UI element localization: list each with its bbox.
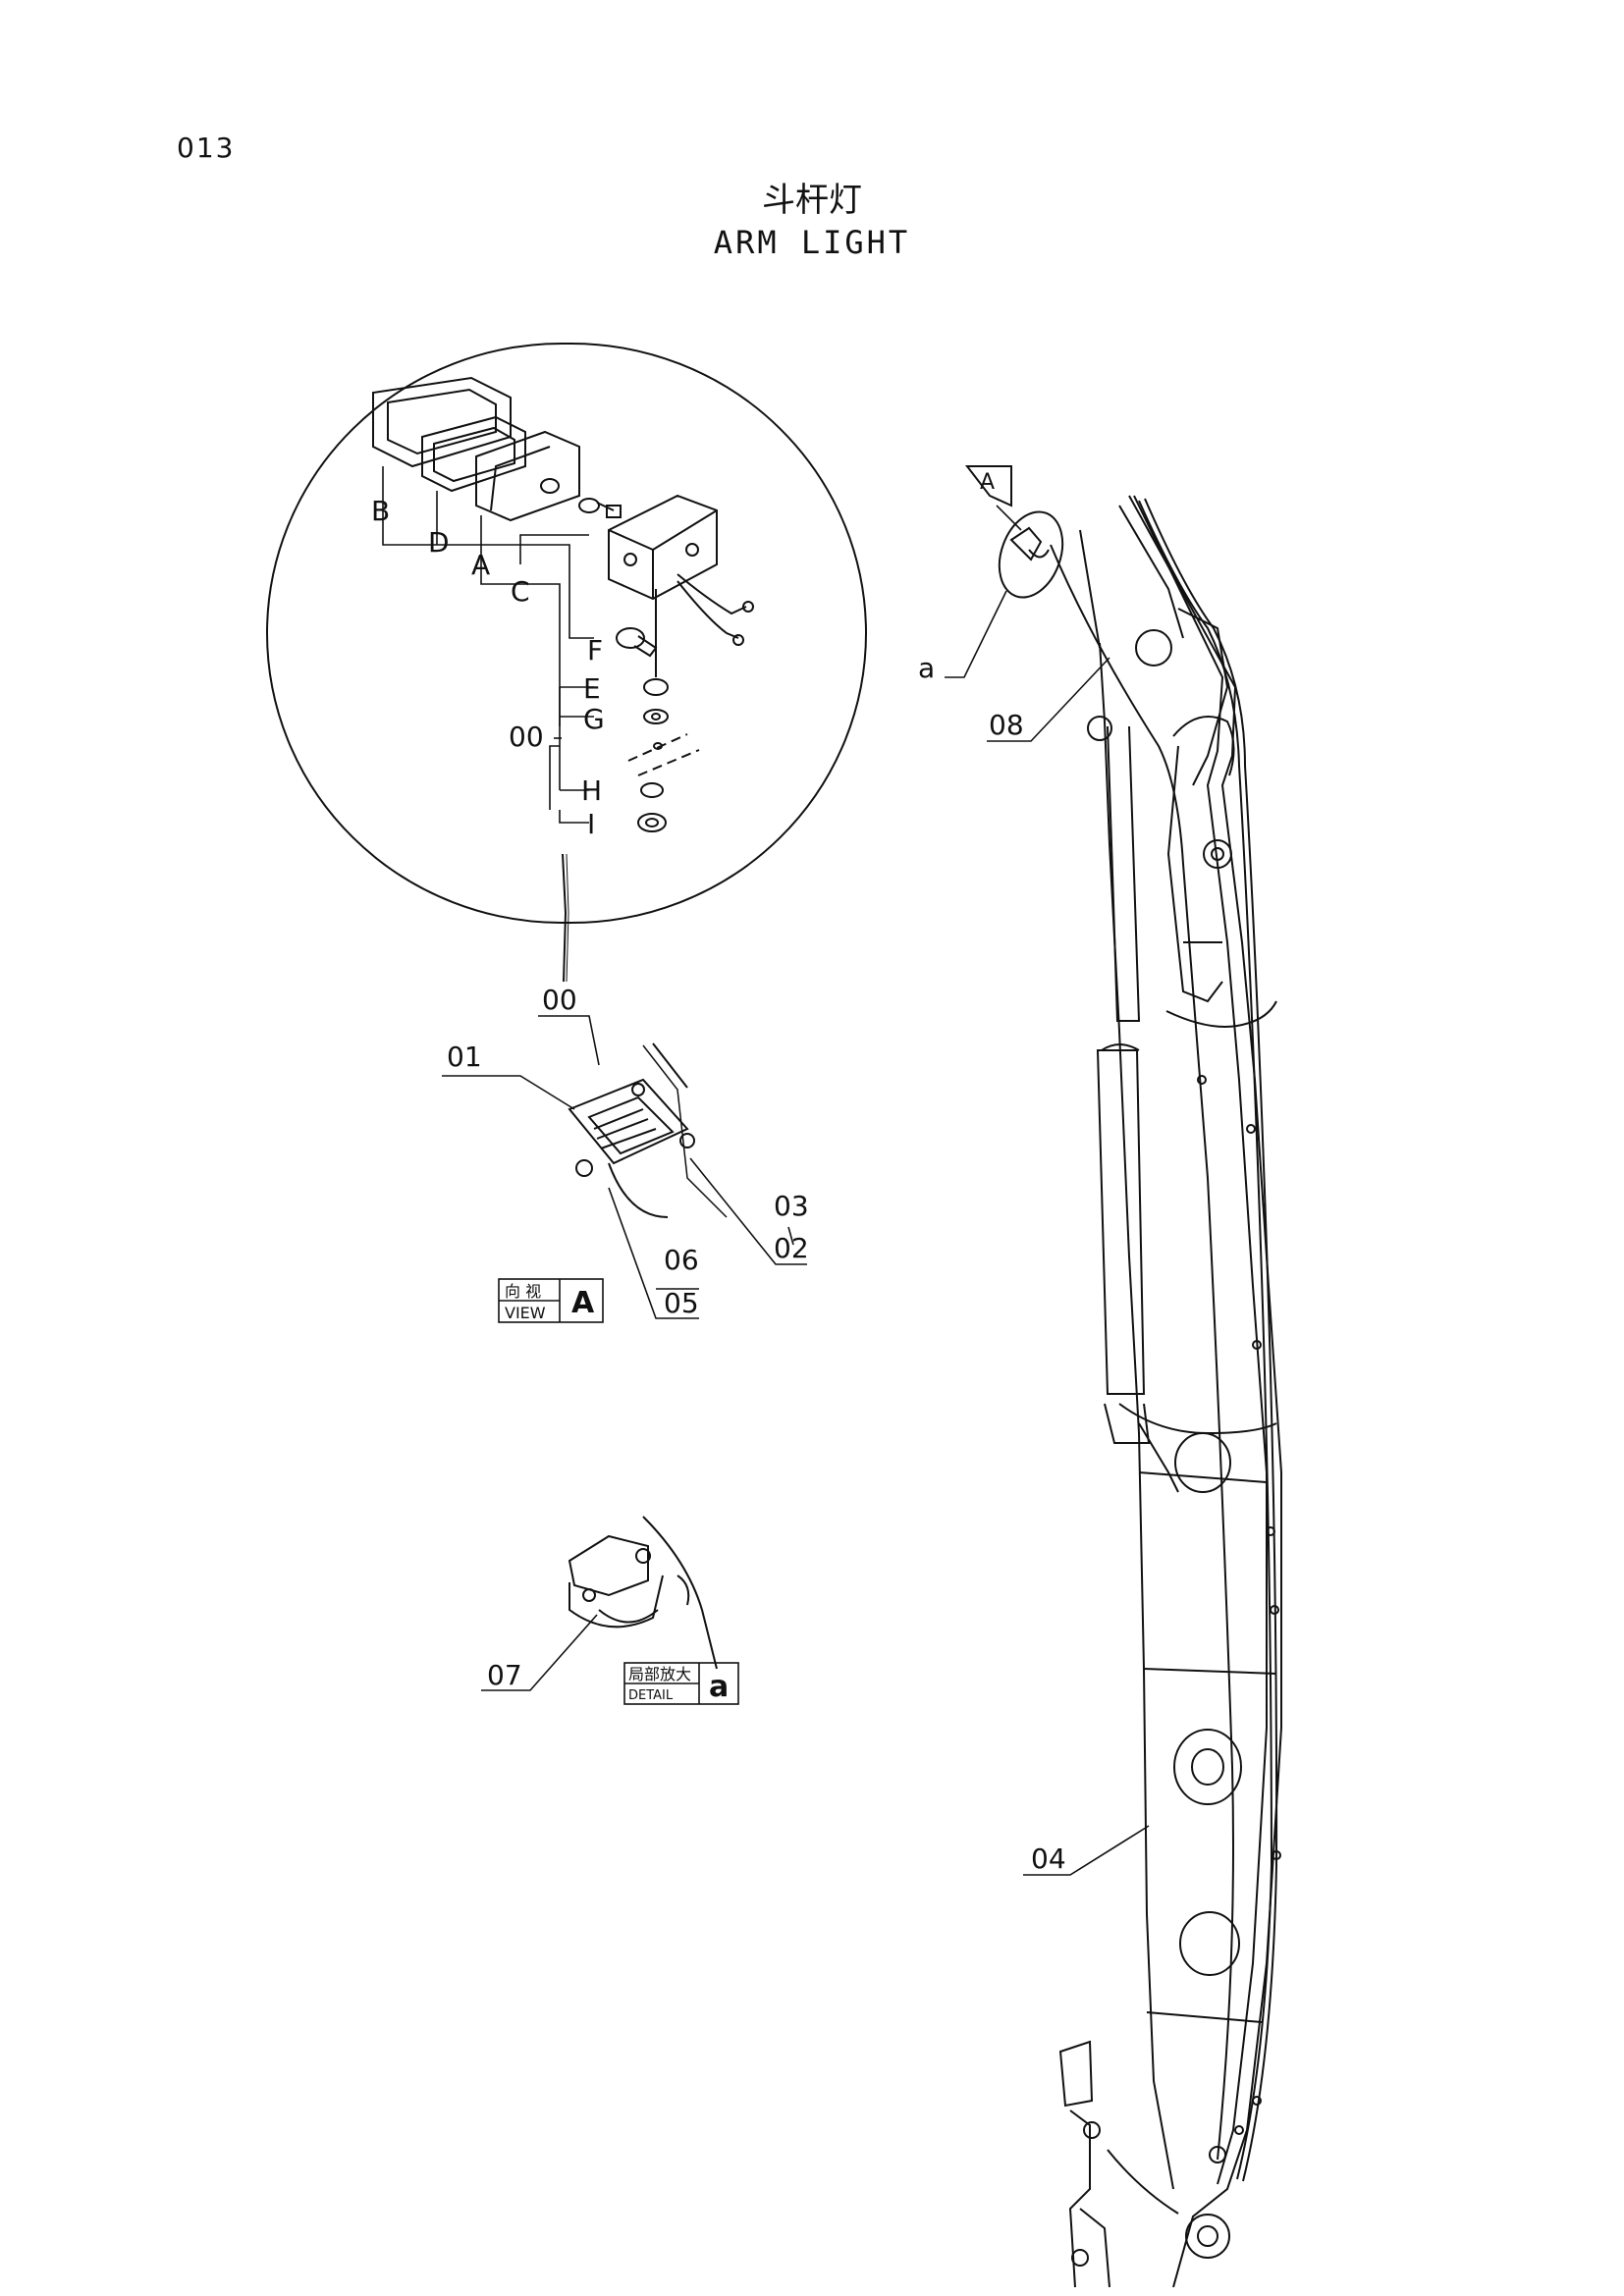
frame-gasket-b [372, 376, 512, 468]
callout-07: 07 [487, 1659, 522, 1691]
exploded-view-group: B D A C F E G H I 00 [266, 343, 867, 983]
label-i: I [587, 808, 595, 840]
washer-g [643, 709, 669, 724]
detail-a-tag: 局部放大 DETAIL a [623, 1662, 739, 1705]
callout-05: 05 [664, 1287, 699, 1319]
arm-assembly: A a 08 04 [918, 465, 1282, 2288]
page-number: 013 [177, 132, 236, 164]
detail-mark-a: a [918, 652, 935, 684]
arm-lamp [1009, 526, 1050, 561]
label-h: H [581, 774, 602, 807]
label-assembly-00: 00 [509, 721, 544, 753]
exploded-view-oval [266, 343, 867, 924]
callout-06: 06 [664, 1244, 699, 1276]
wiring-harness [1050, 544, 1234, 2161]
callout-08: 08 [989, 709, 1024, 741]
callout-01: 01 [447, 1041, 482, 1073]
hole-2 [1173, 1729, 1242, 1805]
view-flag-letter: A [980, 470, 995, 495]
detail-clamp [568, 1534, 649, 1597]
view-a-tag: 向 视 VIEW A [498, 1278, 604, 1323]
bulb-c [578, 498, 622, 518]
label-e: E [583, 672, 601, 705]
detail-tag-en: DETAIL [628, 1688, 674, 1703]
assembly-connector [562, 853, 568, 983]
callout-00: 00 [542, 984, 577, 1016]
arm-outer-left [1099, 642, 1174, 2190]
arm-outer-right [1128, 495, 1282, 2288]
label-f: F [587, 634, 603, 667]
pin-mid [1203, 839, 1232, 869]
label-b: B [371, 495, 390, 527]
view-a-leaders [442, 1015, 807, 1319]
label-c: C [511, 575, 530, 608]
callout-03: 03 [774, 1190, 809, 1222]
callout-02: 02 [774, 1232, 809, 1264]
callout-04: 04 [1031, 1842, 1066, 1875]
label-a: A [471, 549, 490, 581]
detail-tag-cn: 局部放大 [628, 1665, 691, 1683]
harness-clamps [1197, 1075, 1281, 2135]
screw-f [616, 627, 658, 658]
title-chinese: 斗杆灯 [762, 181, 862, 220]
gasket-d [421, 415, 526, 493]
pin-upper [1135, 629, 1172, 667]
hole-3 [1179, 1911, 1240, 1976]
nut-e [643, 678, 669, 696]
label-g: G [583, 703, 605, 735]
exploded-labels: B D A C F E G H I 00 [371, 495, 605, 840]
view-a-light [568, 1078, 689, 1165]
view-tag-cn: 向 视 [505, 1282, 541, 1301]
view-a-group: 00 01 03 02 06 05 向 视 VIEW A [442, 984, 809, 1323]
light-housing [608, 494, 754, 646]
bucket-fragment [1058, 2040, 1094, 2108]
pin-bottom [1185, 2214, 1230, 2259]
view-tag-en: VIEW [505, 1304, 546, 1322]
view-a-flag [964, 465, 1012, 507]
label-d: D [428, 526, 450, 559]
detail-a-group: 07 局部放大 DETAIL a [481, 1516, 739, 1705]
hardware-stack [627, 589, 700, 832]
detail-a-marker-ellipse [998, 510, 1064, 599]
exploded-leaders [382, 466, 594, 824]
view-a-callouts: 00 01 03 02 06 05 [447, 984, 809, 1319]
hydraulic-cylinder [1096, 725, 1151, 1444]
title-english: ARM LIGHT [713, 224, 911, 261]
washer-h [640, 782, 664, 798]
lens-a [475, 430, 580, 522]
nut-i [637, 813, 667, 832]
detail-tag-letter: a [709, 1670, 729, 1704]
view-tag-letter: A [571, 1286, 595, 1320]
